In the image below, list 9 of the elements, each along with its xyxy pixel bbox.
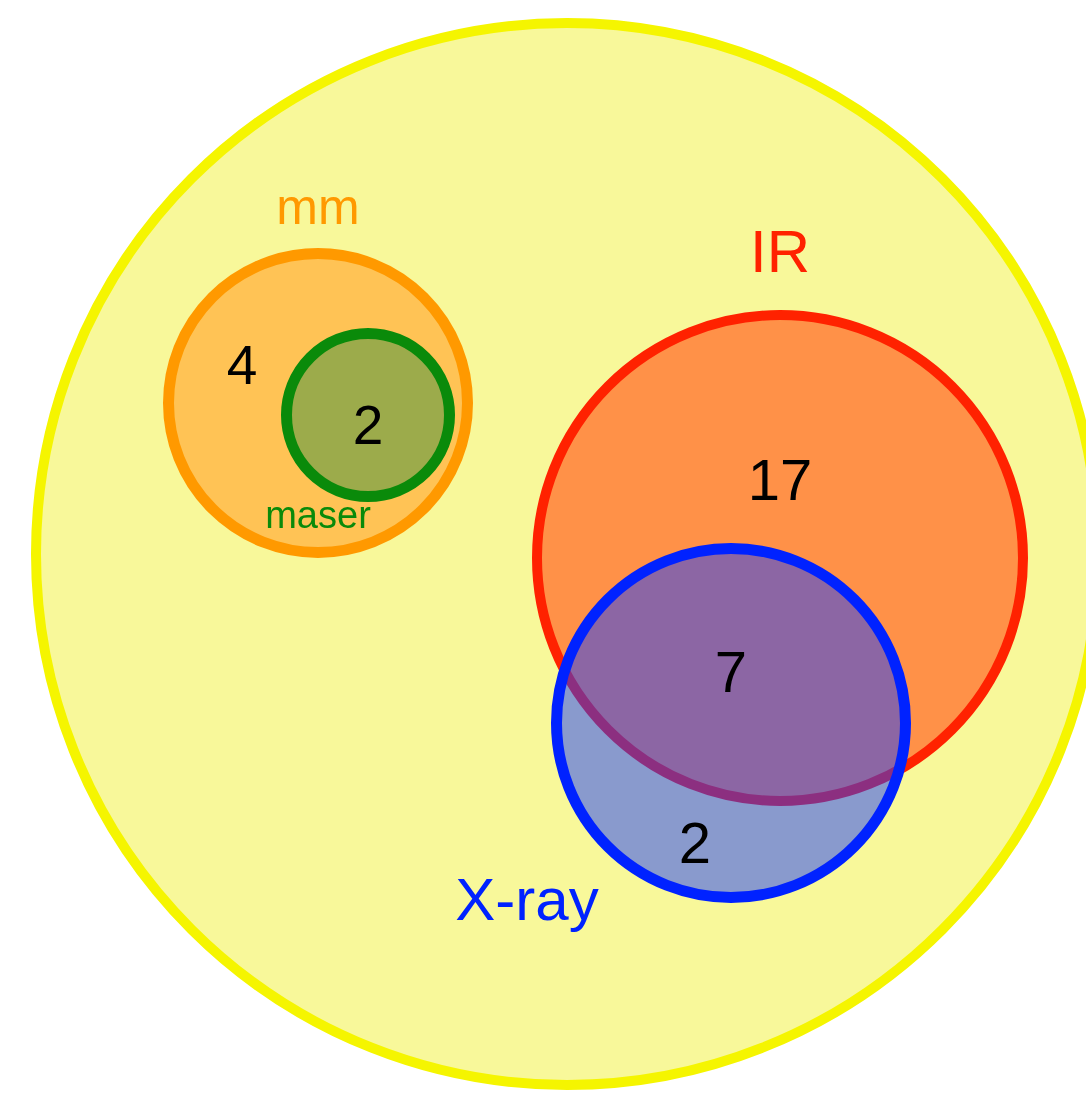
set-title: IR bbox=[750, 222, 810, 282]
count-value: 7 bbox=[714, 643, 748, 701]
set-title: mm bbox=[276, 182, 360, 232]
set-title: maser bbox=[265, 496, 371, 534]
count-value: 17 bbox=[747, 451, 813, 509]
count-value: 2 bbox=[352, 397, 384, 453]
set-title: X-ray bbox=[455, 870, 599, 930]
count-value: 2 bbox=[678, 814, 712, 872]
count-value: 4 bbox=[226, 337, 258, 393]
